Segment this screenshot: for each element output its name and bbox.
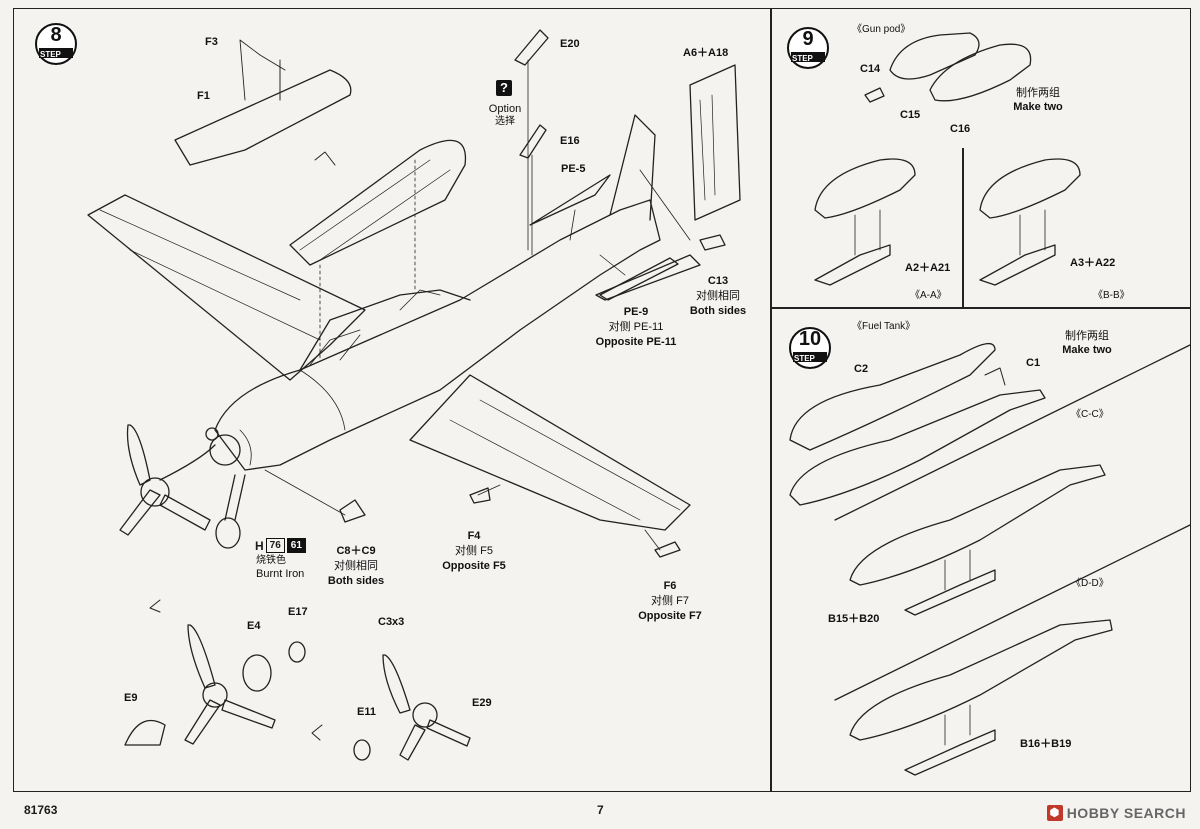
brand-logo-icon: ⬢ — [1046, 805, 1063, 821]
option-label-cn: 选择 — [495, 116, 515, 127]
label-pe9-cn: 对侧 PE-11 — [608, 321, 664, 333]
windscreen-f1 — [174, 69, 352, 166]
label-e9: E9 — [124, 692, 138, 704]
label-c8c9-en: Both sides — [327, 575, 385, 587]
label-pe9-en: Opposite PE-11 — [595, 336, 677, 348]
fueltank-title: 《Fuel Tank》 — [852, 321, 916, 332]
label-f6: F6 — [663, 580, 677, 592]
step-word-gunpod: STEP — [792, 54, 813, 63]
label-c16: C16 — [950, 123, 971, 135]
label-e16: E16 — [560, 135, 580, 147]
paint-code-1: 76 — [265, 538, 285, 553]
label-pe5: PE-5 — [561, 163, 586, 175]
label-e4: E4 — [247, 620, 261, 632]
label-c3x3: C3x3 — [378, 616, 405, 628]
step-number-fueltank: 10 — [798, 328, 822, 350]
label-c1: C1 — [1026, 357, 1041, 369]
label-f3: F3 — [205, 36, 218, 48]
label-c8c9-cn: 对侧相同 — [334, 560, 378, 572]
label-e11: E11 — [357, 706, 376, 718]
label-pe9: PE-9 — [623, 306, 649, 318]
brand-name: HOBBY SEARCH — [1066, 805, 1186, 821]
gunpod-title: 《Gun pod》 — [852, 24, 911, 35]
wing-right — [409, 374, 691, 531]
step-badge-main — [35, 23, 77, 65]
fueltank-make-two-cn: 制作两组 — [1065, 330, 1109, 342]
label-e29: E29 — [472, 697, 492, 709]
option-icon: ? — [496, 80, 512, 96]
part-f6 — [654, 541, 681, 558]
step-badge-gunpod — [787, 27, 829, 69]
label-c2: C2 — [854, 363, 869, 375]
gunpod-art — [814, 32, 1081, 286]
label-c8c9: C8＋C9 — [336, 545, 376, 557]
gunpod-panel — [771, 8, 1191, 308]
propeller-exploded-1 — [124, 624, 306, 746]
label-f6-cn: 对侧 F7 — [651, 595, 689, 607]
label-f4-cn: 对侧 F5 — [455, 545, 493, 557]
wing-left — [87, 194, 366, 381]
fueltank-make-two-en: Make two — [1062, 344, 1112, 356]
paint-letter: H — [255, 538, 264, 553]
step-number-gunpod: 9 — [802, 28, 814, 50]
propeller-assembled — [119, 424, 216, 536]
label-c13-cn: 对侧相同 — [696, 290, 740, 302]
label-f6-en: Opposite F7 — [638, 610, 702, 622]
gunpod-make-two-cn: 制作两组 — [1016, 87, 1060, 99]
part-e16 — [519, 124, 547, 159]
label-e17: E17 — [288, 606, 308, 618]
paint-code-2: 61 — [286, 538, 306, 553]
main-step-panel — [13, 8, 771, 792]
label-c14: C14 — [860, 63, 881, 75]
catalog-code: 81763 — [24, 803, 58, 817]
part-a6a18 — [689, 64, 741, 221]
gunpod-divider — [962, 148, 964, 308]
part-c8c9 — [339, 499, 366, 523]
label-b15b20: B15＋B20 — [828, 613, 880, 625]
step-number-main: 8 — [50, 24, 62, 46]
part-pe9 — [599, 257, 679, 301]
fueltank-panel — [771, 308, 1191, 792]
page-number: 7 — [597, 803, 604, 817]
canopy — [289, 139, 467, 266]
label-b16b19: B16＋B19 — [1020, 738, 1072, 750]
paint-callout: H 76 61 — [255, 538, 306, 553]
part-c13 — [699, 234, 726, 251]
part-pe5 — [529, 174, 611, 226]
label-f4: F4 — [467, 530, 481, 542]
part-f4 — [469, 487, 491, 504]
label-c15: C15 — [900, 109, 921, 121]
gunpod-make-two-en: Make two — [1013, 101, 1063, 113]
label-e20: E20 — [560, 38, 580, 50]
step-word-fueltank: STEP — [794, 354, 815, 363]
section-bb: 《B-B》 — [1093, 290, 1130, 301]
label-c13: C13 — [707, 275, 729, 287]
part-e20 — [514, 29, 549, 66]
paint-name-en: Burnt Iron — [256, 568, 305, 580]
label-a3a22: A3＋A22 — [1070, 257, 1116, 269]
option-label-en: Option — [488, 103, 522, 115]
section-dd: 《D-D》 — [1071, 578, 1109, 589]
label-a2a21: A2＋A21 — [905, 262, 951, 274]
paint-name-cn: 烧铁色 — [256, 555, 286, 566]
label-a6a18: A6＋A18 — [683, 47, 729, 59]
step-word-main: STEP — [40, 50, 61, 59]
cockpit — [299, 289, 471, 371]
tail-fin — [609, 114, 656, 221]
section-aa: 《A-A》 — [910, 290, 947, 301]
label-f4-en: Opposite F5 — [442, 560, 506, 572]
label-f1: F1 — [197, 90, 210, 102]
brand-watermark: ⬢ HOBBY SEARCH — [1046, 805, 1186, 821]
step-badge-fueltank — [789, 327, 831, 369]
fueltank-art — [789, 343, 1191, 776]
label-c13-en: Both sides — [689, 305, 747, 317]
landing-gear — [224, 474, 246, 521]
section-cc: 《C-C》 — [1071, 409, 1109, 420]
propeller-exploded-2 — [353, 654, 471, 761]
fuselage — [214, 199, 661, 471]
